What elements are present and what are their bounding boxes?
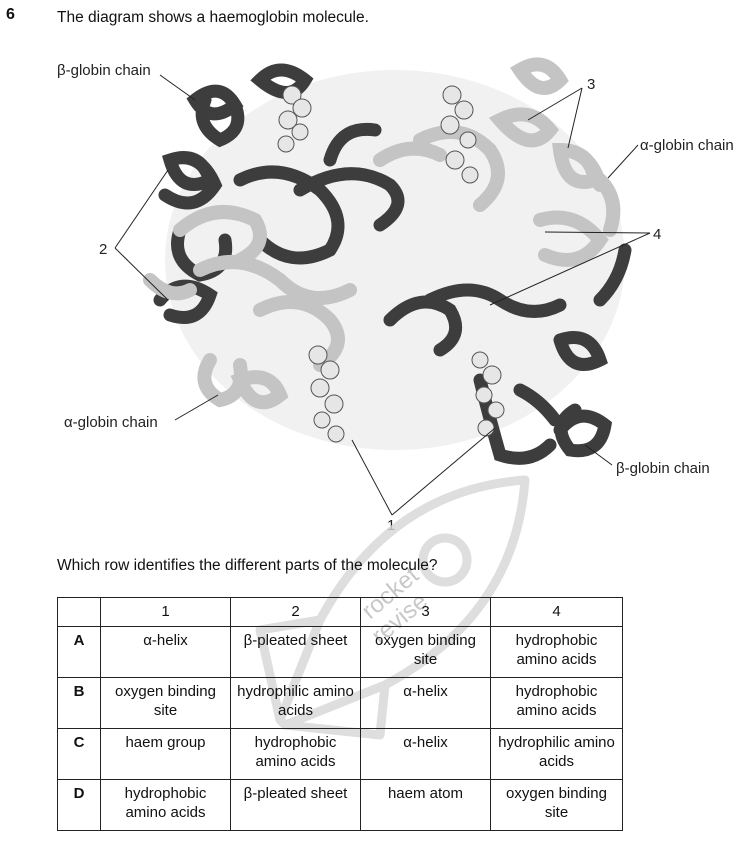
- haem-group-spheres: [277, 85, 505, 443]
- table-cell: α-helix: [360, 677, 491, 729]
- table-cell: α-helix: [100, 626, 231, 678]
- marker-2: 2: [99, 241, 107, 258]
- row-label-a[interactable]: A: [57, 626, 101, 678]
- label-beta-globin-bottom-right: β-globin chain: [616, 460, 710, 477]
- leader-lines: [114, 74, 651, 516]
- answer-table: 1 2 3 4 A α-helix β-pleated sheet oxygen…: [57, 597, 623, 831]
- row-label-c[interactable]: C: [57, 728, 101, 780]
- table-header-3: 3: [360, 597, 491, 627]
- label-alpha-globin-bottom-left: α-globin chain: [64, 414, 158, 431]
- table-cell: oxygen binding site: [100, 677, 231, 729]
- table-cell: hydrophobic amino acids: [490, 677, 623, 729]
- row-label-d[interactable]: D: [57, 779, 101, 831]
- table-cell: oxygen binding site: [490, 779, 623, 831]
- table-cell: hydrophobic amino acids: [230, 728, 361, 780]
- alpha-chain-bottom-left-ribbons: [143, 205, 357, 410]
- table-cell: hydrophobic amino acids: [100, 779, 231, 831]
- molecule-illustration: [143, 57, 632, 465]
- table-cell: haem group: [100, 728, 231, 780]
- table-cell: α-helix: [360, 728, 491, 780]
- table-cell: haem atom: [360, 779, 491, 831]
- haemoglobin-diagram: β-globin chain α-globin chain α-globin c…: [57, 57, 734, 534]
- beta-chain-bottom-right-ribbons: [383, 243, 632, 465]
- table-row: C haem group hydrophobic amino acids α-h…: [57, 728, 623, 780]
- question-intro: The diagram shows a haemoglobin molecule…: [57, 9, 369, 26]
- table-header-2: 2: [230, 597, 361, 627]
- table-cell: oxygen binding site: [360, 626, 491, 678]
- label-beta-globin-top-left: β-globin chain: [57, 62, 151, 79]
- table-header-blank: [57, 597, 101, 627]
- table-cell: hydrophilic amino acids: [490, 728, 623, 780]
- table-row: B oxygen binding site hydrophilic amino …: [57, 677, 623, 729]
- table-cell: hydrophilic amino acids: [230, 677, 361, 729]
- table-row: D hydrophobic amino acids β-pleated shee…: [57, 779, 623, 831]
- marker-3: 3: [587, 76, 595, 93]
- table-header-1: 1: [100, 597, 231, 627]
- table-row: A α-helix β-pleated sheet oxygen binding…: [57, 626, 623, 678]
- table-cell: β-pleated sheet: [230, 779, 361, 831]
- marker-1: 1: [387, 517, 395, 534]
- table-header-row: 1 2 3 4: [57, 597, 623, 627]
- table-header-4: 4: [490, 597, 623, 627]
- question-prompt: Which row identifies the different parts…: [57, 557, 438, 574]
- question-number: 6: [6, 6, 15, 23]
- label-alpha-globin-top-right: α-globin chain: [640, 137, 734, 154]
- row-label-b[interactable]: B: [57, 677, 101, 729]
- table-cell: β-pleated sheet: [230, 626, 361, 678]
- marker-4: 4: [653, 226, 661, 243]
- alpha-chain-top-right-ribbons: [373, 57, 621, 267]
- table-cell: hydrophobic amino acids: [490, 626, 623, 678]
